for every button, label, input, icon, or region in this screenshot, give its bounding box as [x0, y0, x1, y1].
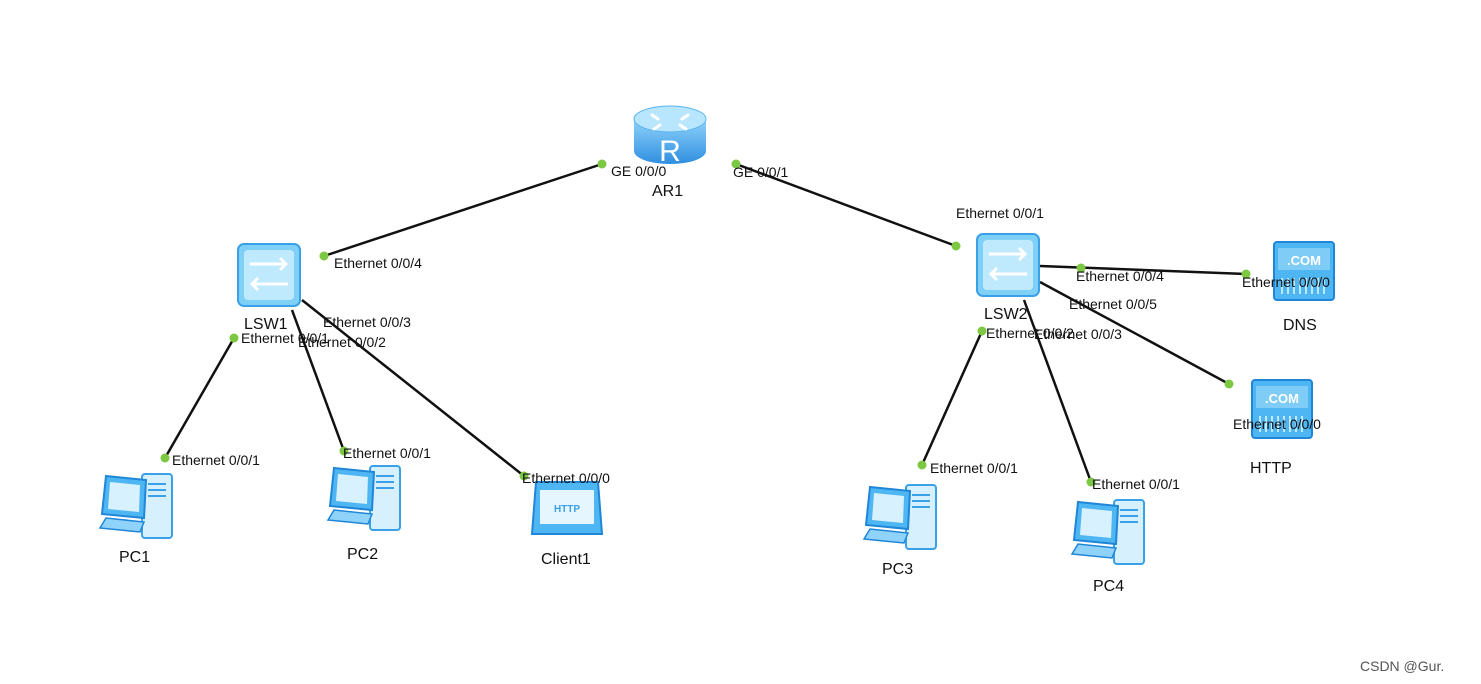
switch-icon[interactable] — [975, 232, 1041, 298]
device-label-lsw2: LSW2 — [984, 306, 1028, 323]
pc-icon[interactable] — [324, 462, 408, 538]
pc-icon[interactable] — [1068, 496, 1152, 572]
router-icon[interactable]: R — [632, 103, 708, 168]
device-label-pc4: PC4 — [1093, 578, 1125, 595]
device-label-ar1: AR1 — [652, 183, 684, 200]
port-dot — [731, 159, 741, 169]
port-dot — [160, 453, 170, 463]
link-line[interactable] — [163, 337, 236, 459]
switch-icon[interactable] — [236, 242, 302, 308]
port-label-client1-eth000: Ethernet 0/0/0 — [522, 470, 610, 486]
link-line[interactable] — [301, 299, 525, 477]
port-dot — [597, 159, 607, 169]
link-line[interactable] — [1022, 299, 1093, 483]
device-label-http: HTTP — [1250, 460, 1292, 477]
port-label-pc4-eth001: Ethernet 0/0/1 — [1092, 476, 1180, 492]
device-label-pc3: PC3 — [882, 561, 914, 578]
port-label-pc2-eth001: Ethernet 0/0/1 — [343, 445, 431, 461]
port-dot — [229, 333, 239, 343]
port-label-http-eth000: Ethernet 0/0/0 — [1233, 416, 1321, 432]
port-label-lsw1-eth001: Ethernet 0/0/1 — [241, 330, 329, 346]
device-label-pc2: PC2 — [347, 546, 379, 563]
device-label-dns: DNS — [1283, 317, 1317, 334]
link-line[interactable] — [1039, 280, 1230, 386]
port-label-lsw2-eth004: Ethernet 0/0/4 — [1076, 268, 1164, 284]
link-line[interactable] — [735, 162, 957, 248]
port-label-lsw1-eth003: Ethernet 0/0/3 — [323, 314, 411, 330]
port-label-pc3-eth001: Ethernet 0/0/1 — [930, 460, 1018, 476]
port-dot — [339, 446, 349, 456]
client-badge: HTTP — [554, 504, 580, 515]
port-dot — [319, 251, 329, 261]
http-server-icon[interactable]: .COM — [1248, 376, 1316, 442]
port-label-lsw2-eth005: Ethernet 0/0/5 — [1069, 296, 1157, 312]
dns-server-icon[interactable]: .COM — [1270, 238, 1338, 304]
port-label-lsw2-eth003: Ethernet 0/0/3 — [1034, 326, 1122, 342]
port-label-ar1-ge000: GE 0/0/0 — [611, 163, 667, 179]
port-label-lsw2-eth001: Ethernet 0/0/1 — [956, 205, 1044, 221]
port-dot — [977, 326, 987, 336]
dns-badge: .COM — [1287, 253, 1321, 268]
port-dot — [519, 471, 529, 481]
port-label-lsw1-eth002: Ethernet 0/0/2 — [298, 334, 386, 350]
port-dot — [917, 460, 927, 470]
port-label-dns-eth000: Ethernet 0/0/0 — [1242, 274, 1330, 290]
pc-icon[interactable] — [860, 481, 944, 557]
link-line[interactable] — [1039, 264, 1247, 276]
port-dot — [1086, 477, 1096, 487]
link-line[interactable] — [323, 162, 603, 258]
port-dot — [951, 241, 961, 251]
port-label-pc1-eth001: Ethernet 0/0/1 — [172, 452, 260, 468]
device-label-client1: Client1 — [541, 551, 591, 568]
link-line[interactable] — [290, 309, 346, 452]
http-badge: .COM — [1265, 391, 1299, 406]
device-label-pc1: PC1 — [119, 549, 151, 566]
svg-text:R: R — [659, 135, 681, 167]
watermark: CSDN @Gur. — [1360, 658, 1445, 674]
device-label-lsw1: LSW1 — [244, 316, 288, 333]
port-dot — [1076, 263, 1086, 273]
http-client-icon[interactable]: HTTP — [530, 476, 606, 542]
port-label-ar1-ge001: GE 0/0/1 — [733, 164, 789, 180]
link-line[interactable] — [920, 330, 984, 466]
port-dot — [1241, 269, 1251, 279]
port-label-lsw1-eth004: Ethernet 0/0/4 — [334, 255, 422, 271]
port-label-lsw2-eth002: Ethernet 0/0/2 — [986, 325, 1074, 341]
port-dot — [1224, 379, 1234, 389]
pc-icon[interactable] — [96, 470, 180, 546]
